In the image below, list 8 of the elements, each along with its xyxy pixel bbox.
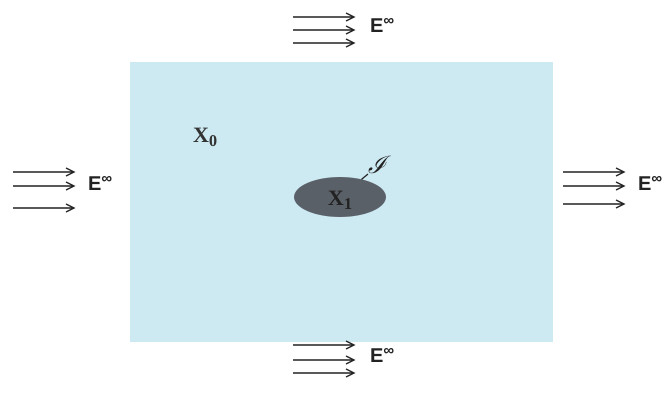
domain-region bbox=[130, 62, 553, 342]
region-label: X$_{1}$ bbox=[328, 184, 352, 214]
region-label: X$_{0}$ bbox=[193, 121, 218, 151]
field-label: E$^{∞}$ bbox=[638, 174, 662, 194]
field-label: E$^{∞}$ bbox=[88, 174, 112, 194]
field-label: E$^{∞}$ bbox=[370, 16, 394, 36]
leader-line bbox=[361, 174, 368, 180]
field-label: E$^{∞}$ bbox=[370, 346, 394, 366]
